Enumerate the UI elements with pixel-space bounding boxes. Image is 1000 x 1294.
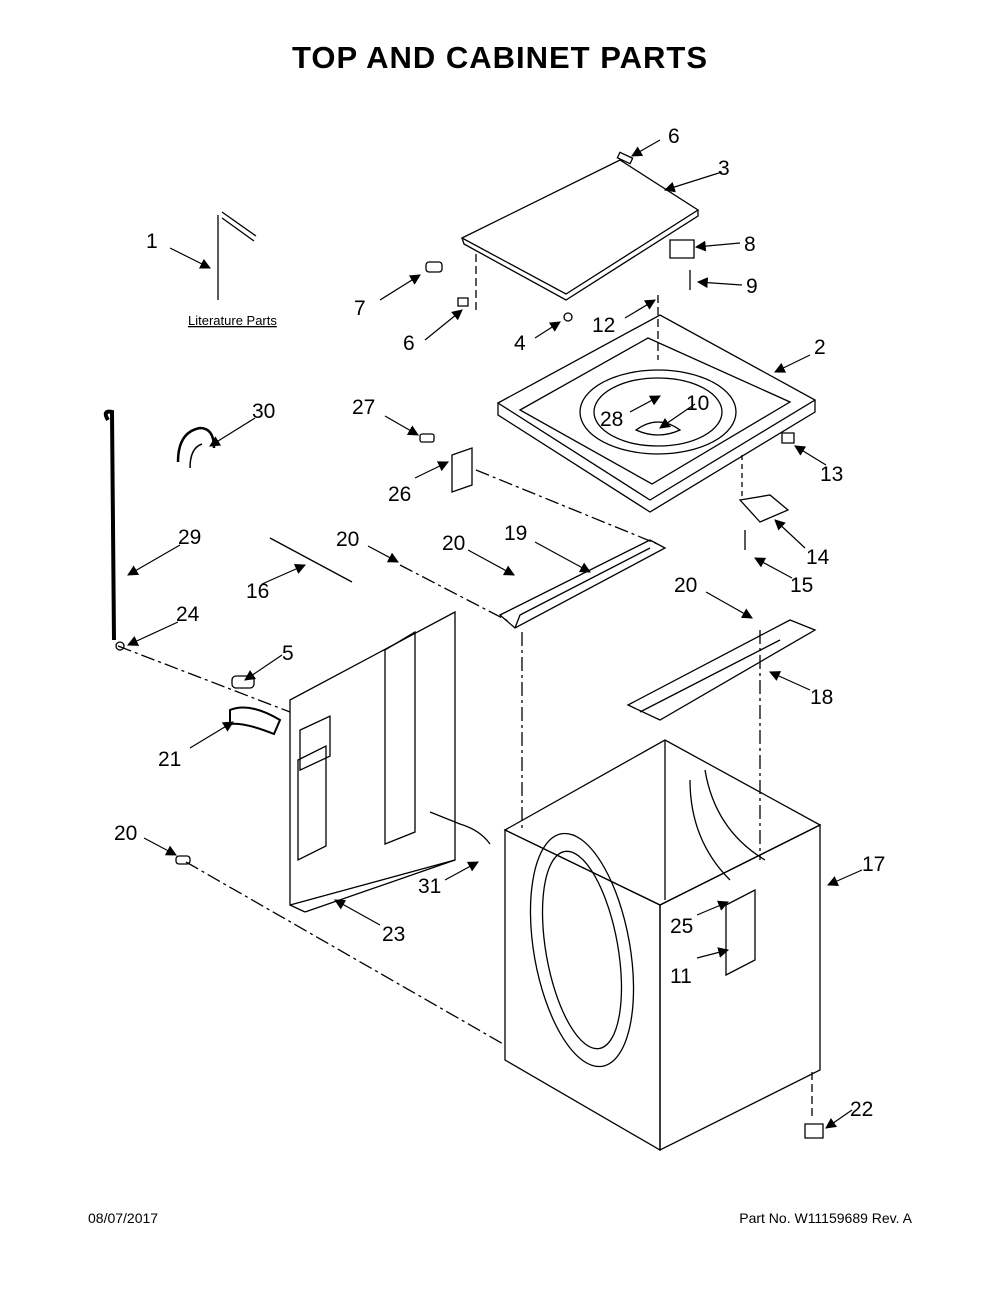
front-bracket xyxy=(400,540,665,830)
callout-22: 22 xyxy=(850,1098,873,1121)
callout-30: 30 xyxy=(252,400,275,423)
rear-panel xyxy=(290,612,490,912)
callout-1: 1 xyxy=(146,230,158,253)
callout-17: 17 xyxy=(862,853,885,876)
literature-parts-label: Literature Parts xyxy=(188,313,277,328)
callout-21: 21 xyxy=(158,748,181,771)
callout-20-a: 20 xyxy=(336,528,359,551)
leader-lines xyxy=(127,139,863,1129)
lid xyxy=(426,152,698,321)
callout-20-c: 20 xyxy=(674,574,697,597)
callout-26: 26 xyxy=(388,483,411,506)
cabinet xyxy=(505,740,823,1150)
callout-31: 31 xyxy=(418,875,441,898)
callout-7: 7 xyxy=(354,297,366,320)
callout-6-top: 6 xyxy=(668,125,680,148)
callout-20-d: 20 xyxy=(114,822,137,845)
drain-hose xyxy=(106,412,114,640)
callout-19: 19 xyxy=(504,522,527,545)
rod xyxy=(269,537,353,583)
footer-part-number: Part No. W11159689 Rev. A xyxy=(739,1210,912,1226)
callout-labels: 1 2 3 4 5 6 6 7 8 9 10 11 12 13 14 15 16… xyxy=(114,125,885,1121)
callout-10: 10 xyxy=(686,392,709,415)
callout-14: 14 xyxy=(806,546,830,569)
callout-13: 13 xyxy=(820,463,843,486)
callout-11: 11 xyxy=(670,965,692,988)
callout-18: 18 xyxy=(810,686,833,709)
callout-28: 28 xyxy=(600,408,623,431)
rear-bracket xyxy=(628,620,815,860)
callout-27: 27 xyxy=(352,396,375,419)
callout-3: 3 xyxy=(718,157,730,180)
callout-25: 25 xyxy=(670,915,693,938)
page-title: TOP AND CABINET PARTS xyxy=(292,40,708,75)
callout-2: 2 xyxy=(814,336,826,359)
callout-12: 12 xyxy=(592,314,615,337)
callout-9: 9 xyxy=(746,275,758,298)
pump-assembly xyxy=(115,641,290,734)
callout-23: 23 xyxy=(382,923,405,946)
clip-and-screw xyxy=(420,434,660,545)
callout-20-b: 20 xyxy=(442,532,465,555)
top-panel xyxy=(498,295,815,550)
callout-4: 4 xyxy=(514,332,526,355)
callout-6-left: 6 xyxy=(403,332,415,355)
callout-24: 24 xyxy=(176,603,200,626)
callout-16: 16 xyxy=(246,580,269,603)
callout-8: 8 xyxy=(744,233,756,256)
literature-parts: Literature Parts xyxy=(188,212,277,328)
hose-form xyxy=(178,428,214,468)
callout-15: 15 xyxy=(790,574,813,597)
footer-date: 08/07/2017 xyxy=(88,1210,159,1226)
callout-29: 29 xyxy=(178,526,201,549)
callout-5: 5 xyxy=(282,642,294,665)
